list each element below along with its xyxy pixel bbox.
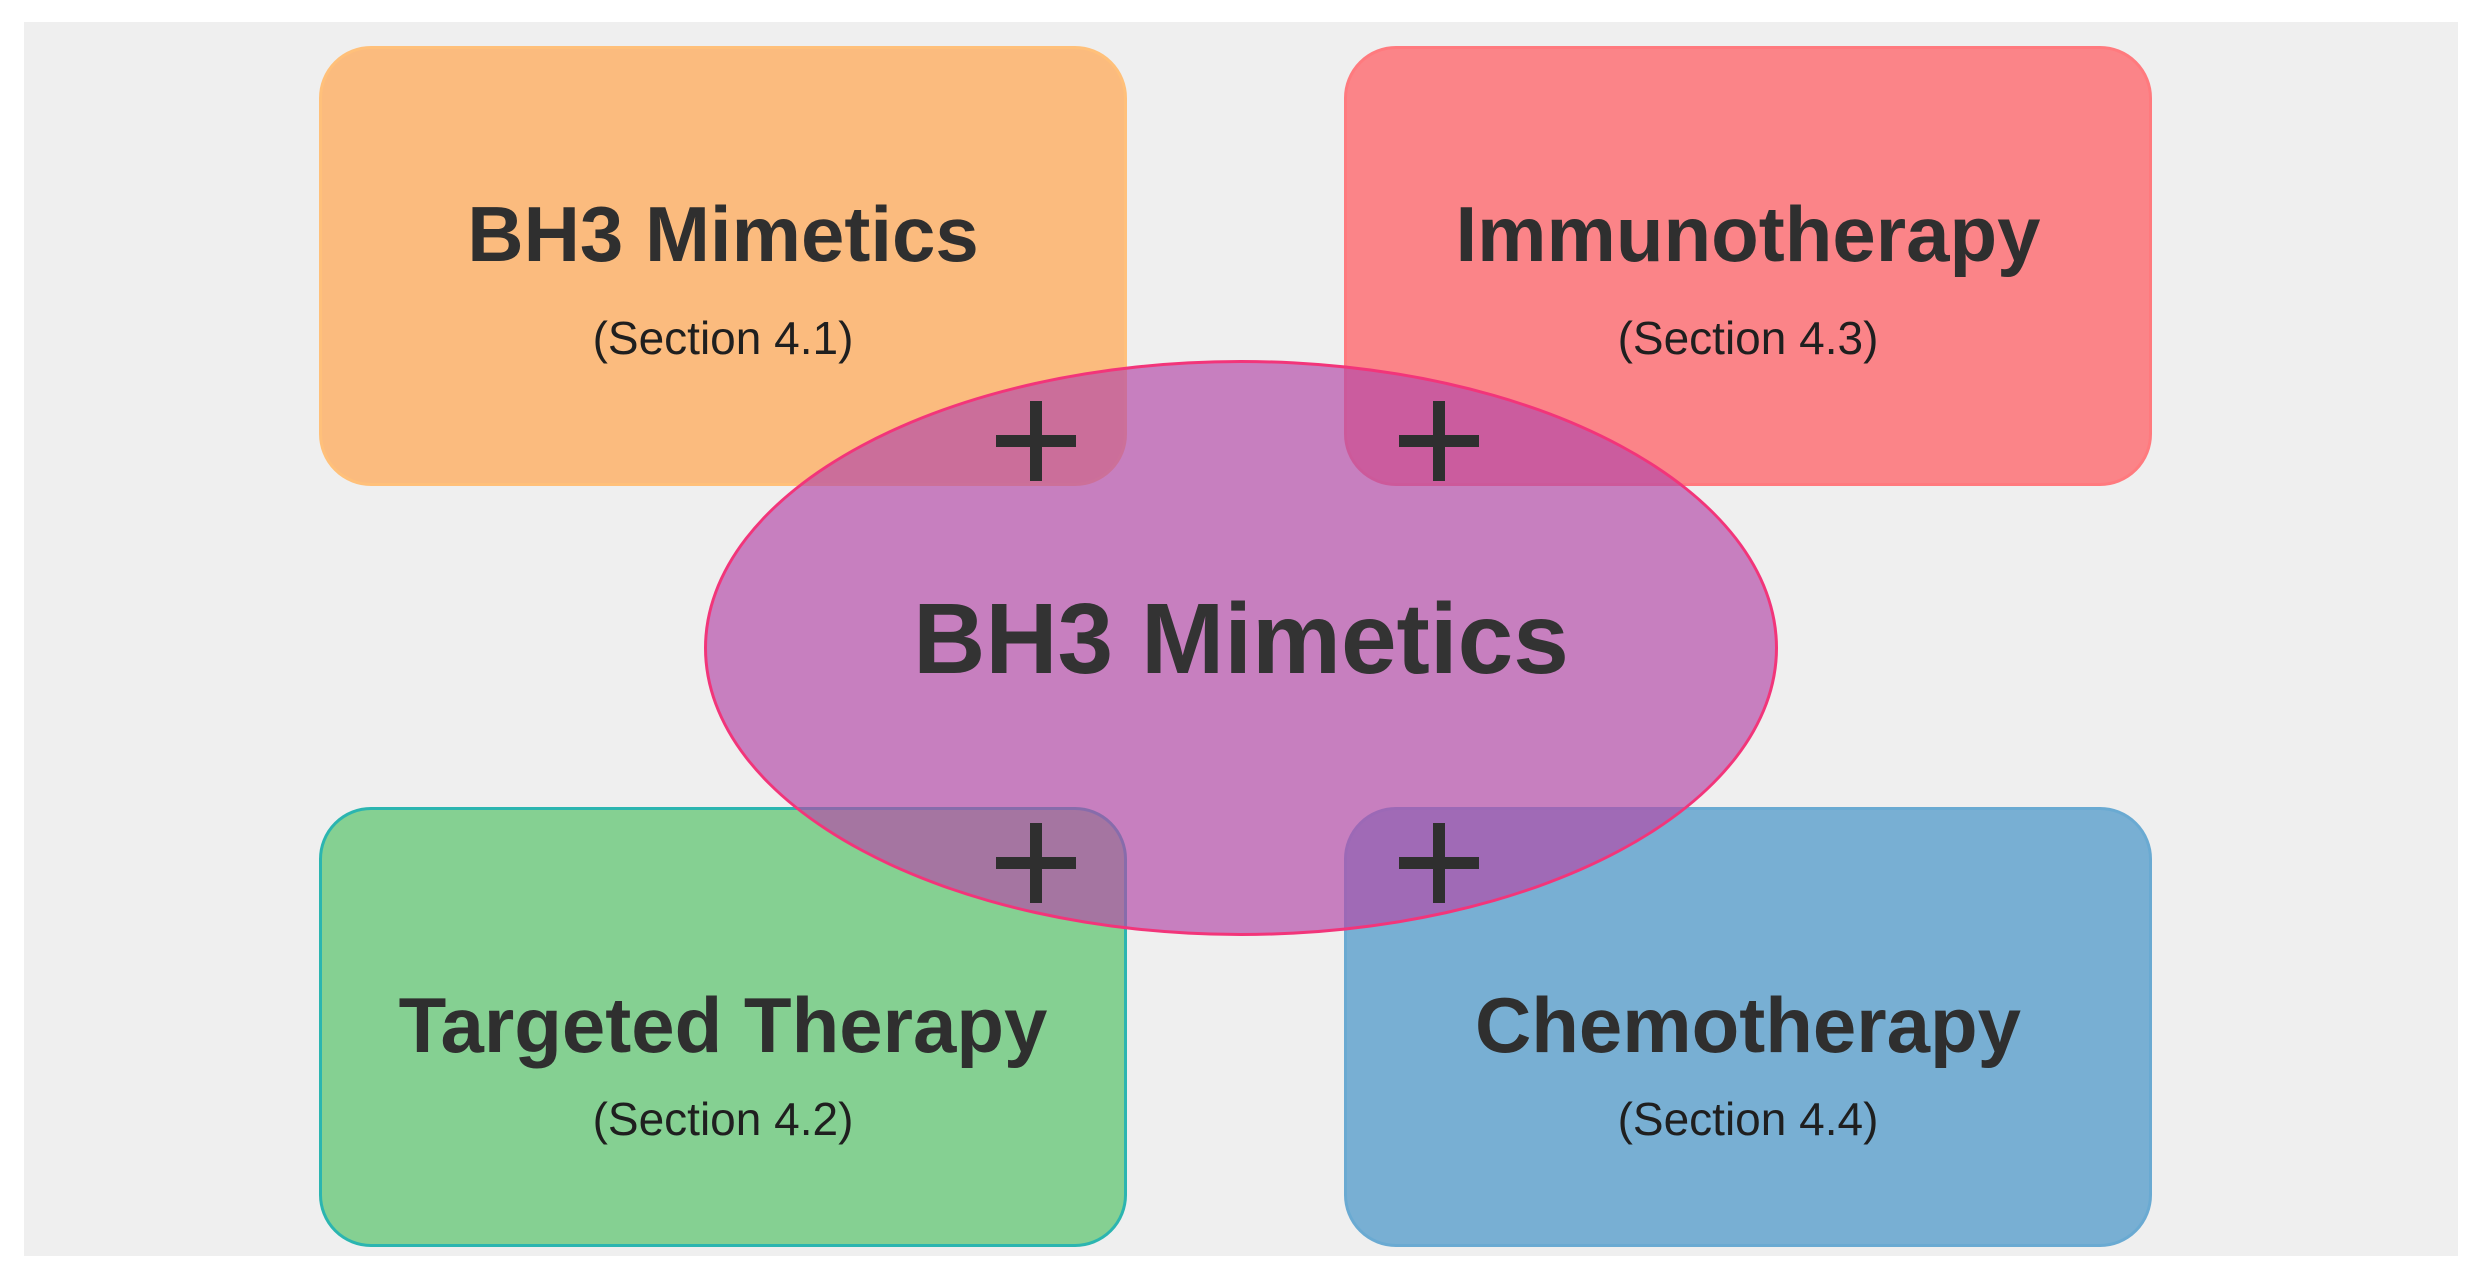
targeted-therapy-box-subtitle: (Section 4.2) bbox=[592, 1093, 854, 1145]
bh3-mimetics-box-subtitle: (Section 4.1) bbox=[592, 312, 854, 364]
targeted-therapy-box-title: Targeted Therapy bbox=[398, 981, 1048, 1069]
bh3-mimetics-box-title: BH3 Mimetics bbox=[467, 190, 979, 278]
plus-icon bbox=[1399, 823, 1479, 903]
chemotherapy-box-title: Chemotherapy bbox=[1474, 981, 2022, 1069]
bh3-mimetics-box: BH3 Mimetics (Section 4.1) bbox=[319, 46, 1127, 486]
diagram-canvas: BH3 Mimetics (Section 4.1) Immunotherapy… bbox=[24, 22, 2458, 1256]
immunotherapy-box-title: Immunotherapy bbox=[1455, 190, 2041, 278]
immunotherapy-box-subtitle: (Section 4.3) bbox=[1617, 312, 1879, 364]
center-ellipse bbox=[704, 360, 1778, 936]
plus-icon bbox=[996, 823, 1076, 903]
center-title: BH3 Mimetics bbox=[913, 583, 1569, 695]
chemotherapy-box-subtitle: (Section 4.4) bbox=[1617, 1093, 1879, 1145]
plus-icon bbox=[1399, 401, 1479, 481]
plus-icon bbox=[996, 401, 1076, 481]
